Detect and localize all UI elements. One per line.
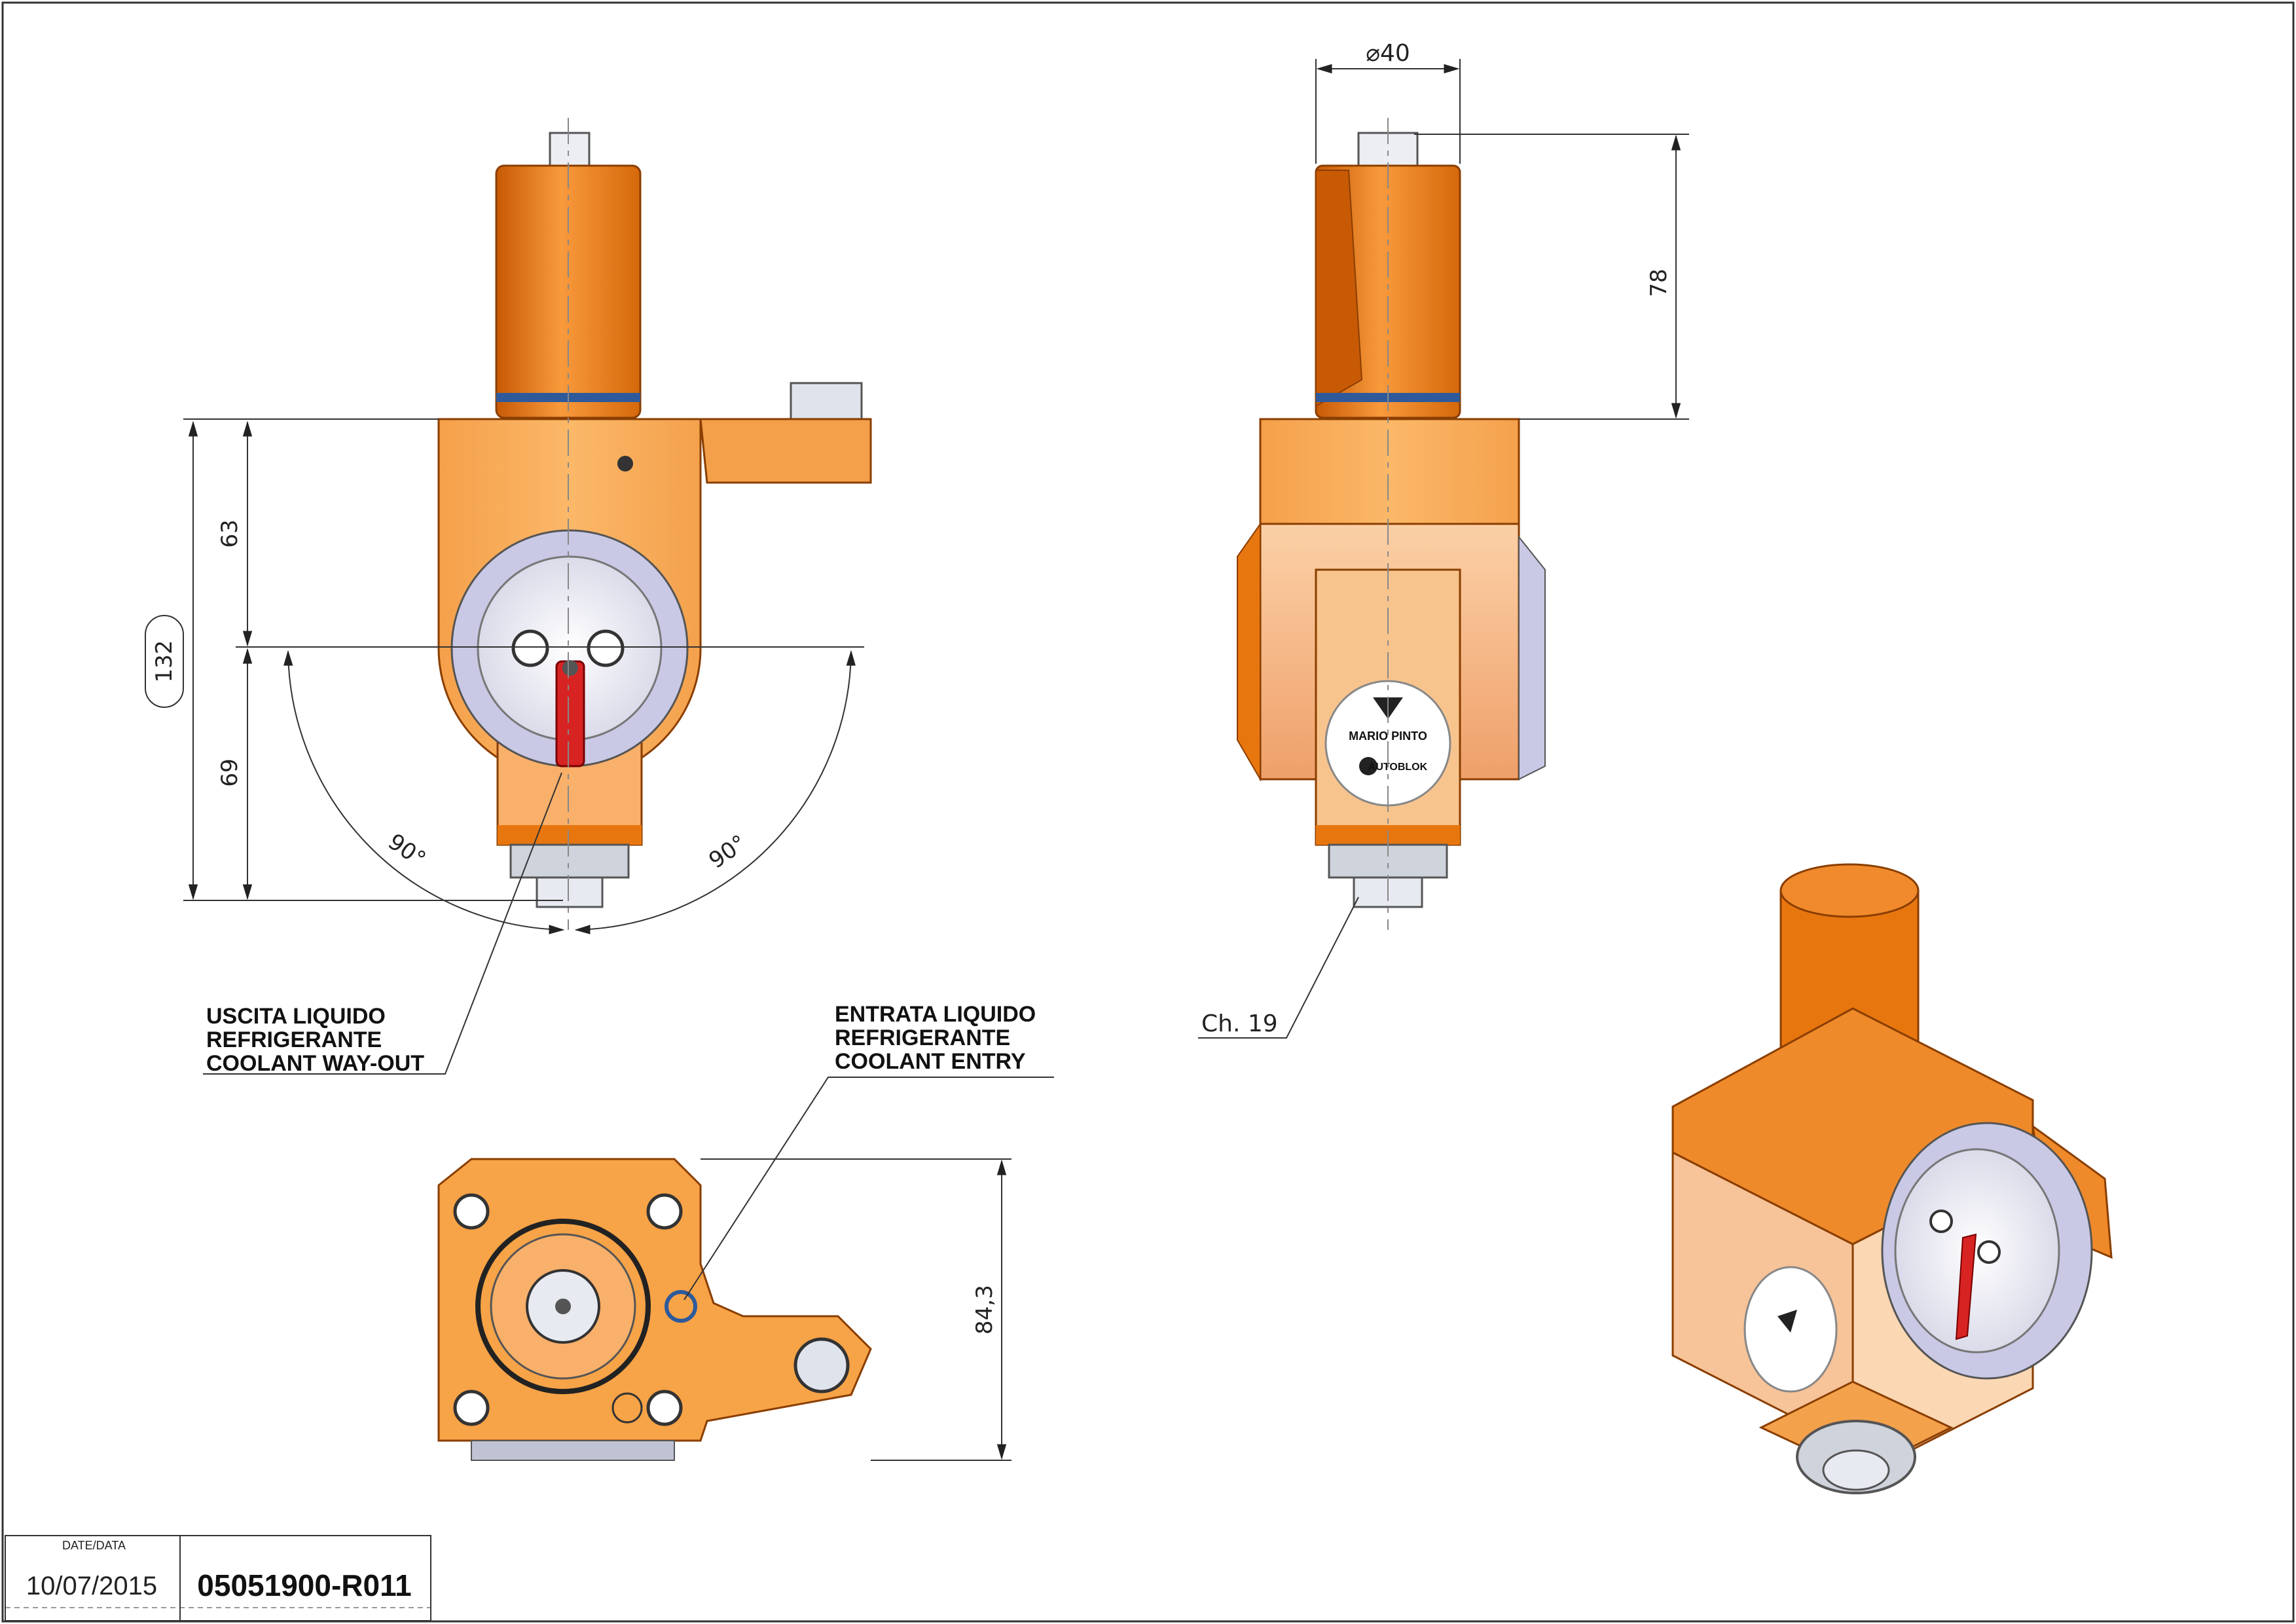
- dim-total-height: 132: [151, 640, 177, 683]
- coolant-in-callout: ENTRATA LIQUIDO REFRIGERANTE COOLANT ENT…: [683, 1002, 1054, 1301]
- coolant-out-callout: USCITA LIQUIDO REFRIGERANTE COOLANT WAY-…: [203, 772, 562, 1076]
- dim-upper-height: 63: [217, 519, 243, 547]
- iso-collet-tip: [1822, 1449, 1890, 1491]
- front-lever-pivot: [562, 660, 578, 676]
- front-collet-nut: [509, 843, 630, 879]
- bottom-collet-bore: [555, 1299, 571, 1314]
- date-value: 10/07/2015: [26, 1572, 157, 1600]
- dim-chamfer: Ch. 19: [1201, 1010, 1278, 1037]
- iso-screw-left: [1929, 1209, 1953, 1233]
- iso-screw-right: [1977, 1240, 2001, 1264]
- coolant-in-line2: REFRIGERANTE: [835, 1025, 1010, 1050]
- coolant-in-line1: ENTRATA LIQUIDO: [835, 1002, 1036, 1027]
- front-collet-tip: [536, 876, 604, 908]
- bottom-bracket-nut: [793, 1337, 850, 1393]
- iso-dial-face: [1894, 1148, 2060, 1354]
- dim-flat-width: 84,3: [972, 1285, 998, 1335]
- iso-logo-triangle-icon: [1777, 1310, 1797, 1333]
- side-view: MARIO PINTO AUTOBLOK: [1237, 118, 1546, 930]
- bottom-coolant-port: [665, 1290, 697, 1323]
- side-dial-edge: [1518, 535, 1546, 781]
- coolant-in-line3: COOLANT ENTRY: [835, 1049, 1026, 1074]
- bottom-pin-hole: [611, 1392, 643, 1424]
- front-view: [437, 118, 872, 930]
- dim-angle-right: 90°: [704, 830, 752, 874]
- front-lever: [555, 660, 585, 767]
- bottom-screw-br: [646, 1390, 683, 1426]
- front-lower-band: [498, 825, 642, 845]
- front-bracket: [699, 418, 872, 484]
- bottom-screw-tl: [453, 1193, 490, 1230]
- bottom-view: [437, 1158, 872, 1461]
- iso-lever: [1955, 1233, 1977, 1340]
- coolant-out-line1: USCITA LIQUIDO: [206, 1004, 386, 1029]
- front-bracket-nut: [790, 382, 863, 420]
- side-dimensions: ⌀40 78 Ch. 19: [1198, 40, 1689, 1039]
- isometric-view: [1671, 863, 2113, 1494]
- bottom-screw-tr: [646, 1193, 683, 1230]
- drawing-code: 05051900-R011: [197, 1568, 411, 1602]
- total-height-box: [145, 615, 184, 708]
- logo-brand-bottom: AUTOBLOK: [1368, 762, 1428, 773]
- front-pin: [549, 132, 591, 167]
- front-shank: [495, 164, 642, 419]
- bottom-spindle-ring: [475, 1219, 651, 1394]
- side-body-top: [1259, 418, 1520, 525]
- dim-lower-height: 69: [217, 758, 243, 786]
- dim-shank-height: 78: [1646, 268, 1672, 297]
- side-shank-flat: [1315, 170, 1363, 407]
- date-label: DATE/DATA: [62, 1539, 126, 1552]
- bottom-screw-bl: [453, 1390, 490, 1426]
- coolant-out-line3: COOLANT WAY-OUT: [206, 1051, 424, 1076]
- logo-brand-top: MARIO PINTO: [1349, 729, 1427, 743]
- logo-circle-icon: [1359, 757, 1377, 775]
- bottom-dimensions: 84,3: [701, 1158, 1011, 1461]
- iso-shank-top: [1779, 863, 1920, 918]
- coolant-out-line2: REFRIGERANTE: [206, 1027, 382, 1052]
- front-screw-left: [511, 629, 549, 667]
- front-screw-right: [587, 629, 625, 667]
- front-small-hole: [617, 456, 633, 471]
- bottom-dial-edge: [471, 1440, 675, 1461]
- side-left-face: [1237, 521, 1261, 782]
- dim-diameter: ⌀40: [1366, 40, 1410, 67]
- title-block: DATE/DATA 10/07/2015 05051900-R011: [5, 1535, 431, 1621]
